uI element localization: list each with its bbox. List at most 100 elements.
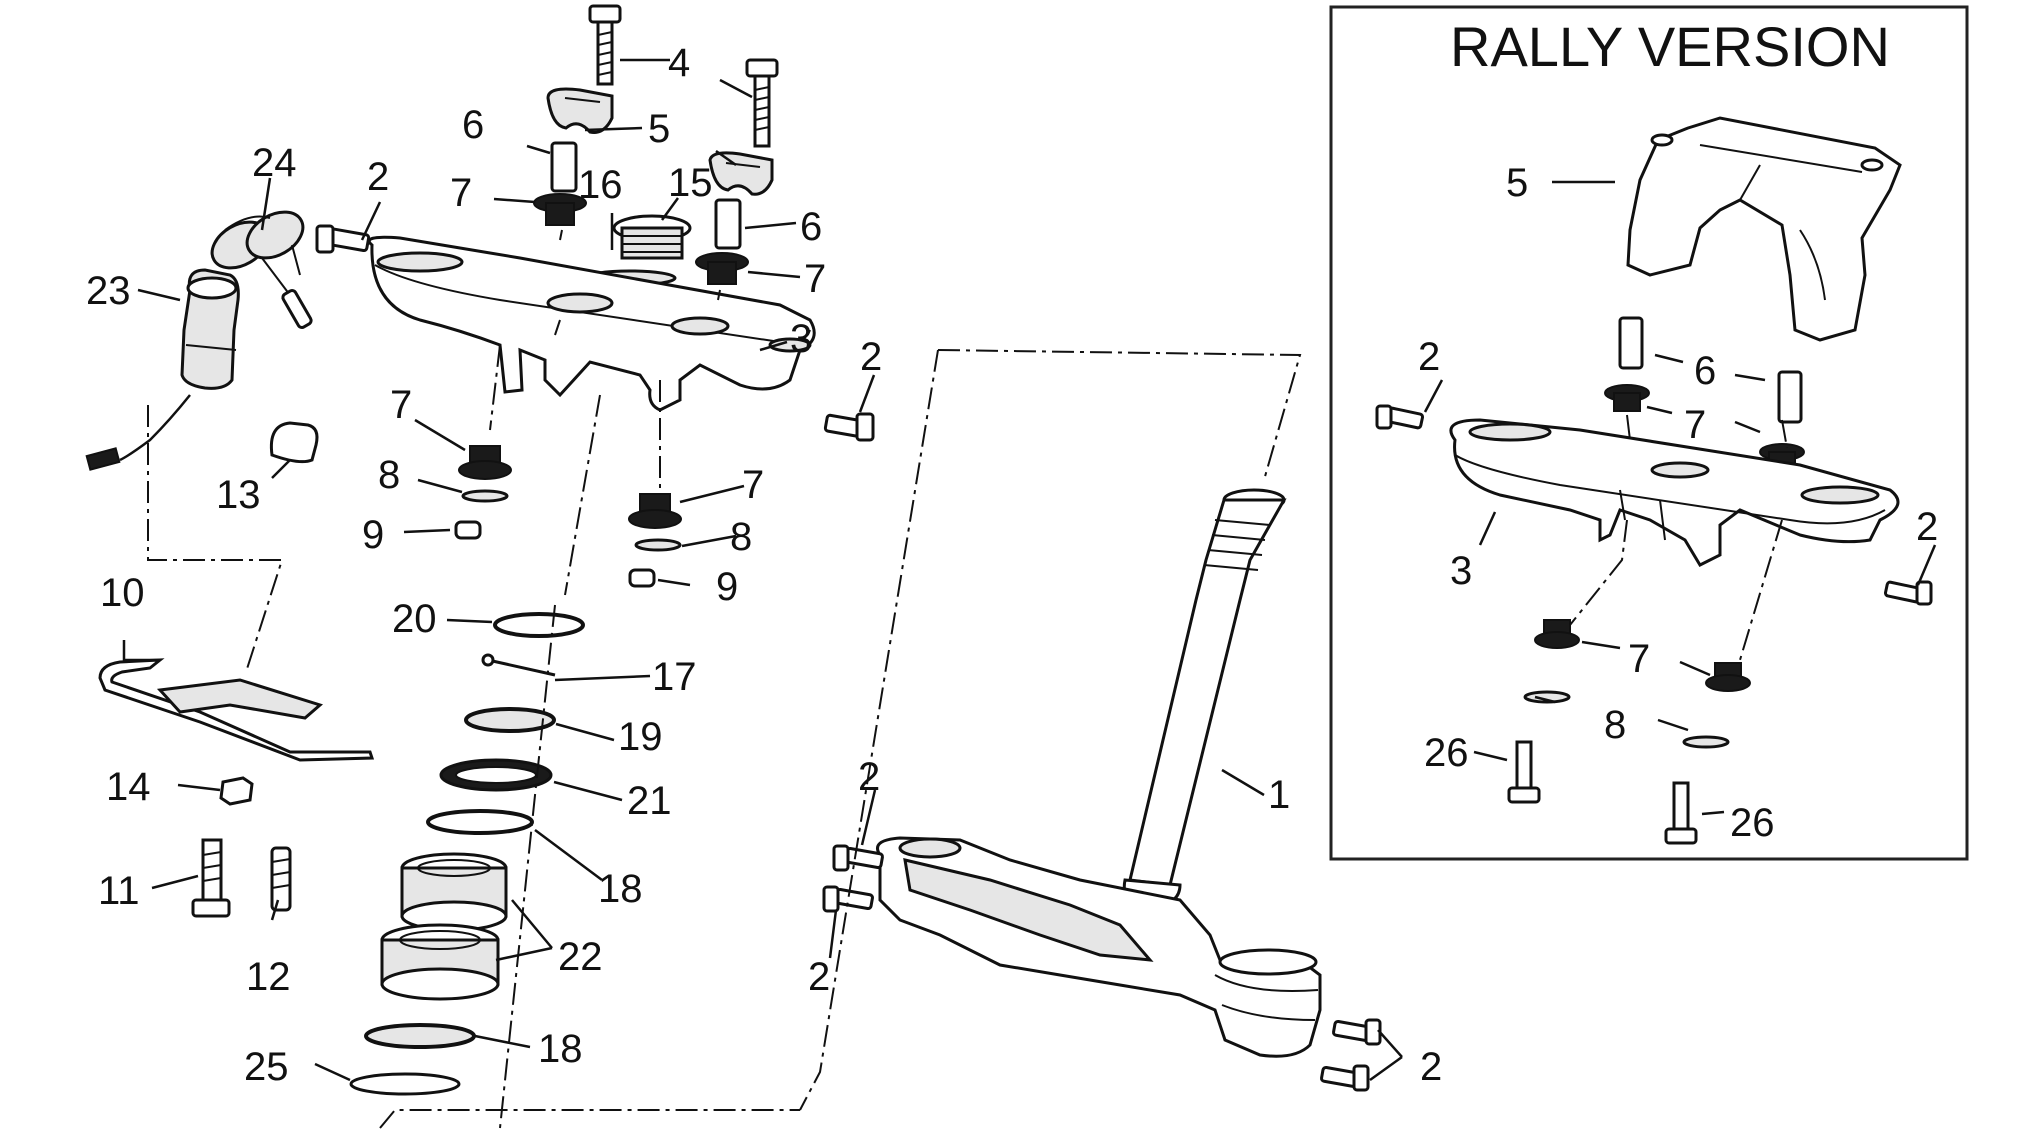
label-6-right: 6	[800, 205, 822, 249]
label-20: 20	[392, 597, 437, 641]
rally-version-inset: RALLY VERSION	[1329, 5, 1969, 861]
ignition-switch	[85, 268, 240, 471]
steering-nut	[612, 214, 692, 260]
inset-label-2-left: 2	[1418, 335, 1440, 379]
label-2-lower-left: 2	[808, 955, 830, 999]
inset-handlebar-riser	[1626, 116, 1902, 342]
ring-18-upper	[426, 809, 534, 835]
label-24: 24	[252, 141, 297, 185]
label-4: 4	[668, 41, 690, 85]
inset-spacer-right	[1777, 370, 1803, 424]
main-labels: 4 5 6 7 16 15 6 7 2 24 23 3 2 7 13 8 7 9…	[86, 41, 1442, 1089]
bracket-10	[98, 658, 375, 762]
inset-label-7-lower: 7	[1628, 637, 1650, 681]
label-21: 21	[627, 779, 672, 823]
label-7-mid-left: 7	[390, 383, 412, 427]
inset-washer-left	[1523, 690, 1571, 704]
ring-18-lower	[364, 1023, 476, 1049]
handlebar-bolt-right	[745, 58, 779, 148]
label-12: 12	[246, 955, 291, 999]
bushing-upper-right	[695, 252, 749, 285]
inset-spacer-left	[1618, 316, 1644, 370]
inset-frame	[1329, 5, 1969, 861]
inset-label-26-left: 26	[1424, 731, 1469, 775]
lower-triple-clamp	[876, 836, 1322, 1058]
label-8-right: 8	[730, 515, 752, 559]
bearing-22-upper	[400, 852, 508, 932]
cover-13	[269, 421, 319, 464]
label-7-top-right: 7	[804, 257, 826, 301]
bushing-lower-left	[458, 445, 512, 480]
label-22: 22	[558, 935, 603, 979]
handlebar-clamp-right	[708, 151, 774, 196]
inset-label-26-right: 26	[1730, 801, 1775, 845]
label-2-lower-right: 2	[1420, 1045, 1442, 1089]
label-6-left: 6	[462, 103, 484, 147]
inset-upper-triple-clamp	[1449, 418, 1900, 567]
label-17: 17	[652, 655, 697, 699]
inset-label-7-upper: 7	[1684, 403, 1706, 447]
pin-17	[481, 653, 556, 677]
bushing-lower-right	[628, 493, 682, 529]
label-15: 15	[668, 161, 713, 205]
upper-triple-clamp	[367, 235, 816, 412]
label-23: 23	[86, 269, 131, 313]
screw-11	[191, 838, 231, 918]
seal-25	[349, 1072, 461, 1096]
cap-9-left	[454, 520, 482, 540]
inset-bushing-upper-left	[1604, 384, 1650, 412]
washer-8-left	[461, 489, 509, 503]
inset-title: RALLY VERSION	[1450, 15, 1890, 78]
handlebar-bolt-left	[588, 4, 622, 86]
washer-20	[493, 612, 585, 638]
inset-label-5: 5	[1506, 161, 1528, 205]
inset-bushing-lower-right	[1705, 662, 1751, 692]
stud-12	[270, 846, 292, 912]
lower-clamp-bolt-right-upper	[1332, 1018, 1382, 1046]
label-2-upper-right: 2	[860, 335, 882, 379]
inset-label-3: 3	[1450, 549, 1472, 593]
label-25: 25	[244, 1045, 289, 1089]
inset-bolt-right	[1883, 580, 1933, 606]
label-8-left: 8	[378, 453, 400, 497]
inset-bolt-left	[1375, 404, 1425, 430]
seal-21	[439, 758, 553, 792]
steering-stem	[1122, 488, 1287, 910]
label-13: 13	[216, 473, 261, 517]
washer-19	[464, 707, 556, 733]
inset-label-8: 8	[1604, 703, 1626, 747]
label-16: 16	[578, 163, 623, 207]
lower-clamp-bolt-lower-left	[822, 885, 874, 913]
washer-8-right	[634, 538, 682, 552]
label-7-top-left: 7	[450, 171, 472, 215]
spacer-right	[714, 198, 742, 250]
label-5: 5	[648, 107, 670, 151]
label-3: 3	[790, 317, 812, 361]
inset-screw-right	[1664, 781, 1698, 845]
upper-clamp-bolt-left	[315, 224, 371, 254]
inset-labels: 5 2 6 7 3 2 7 8 26 26	[1418, 161, 1938, 845]
label-11: 11	[98, 869, 140, 913]
label-9-left: 9	[362, 513, 384, 557]
handlebar-clamp-left	[546, 87, 614, 134]
inset-washer-right	[1682, 735, 1730, 749]
label-9-right: 9	[716, 565, 738, 609]
upper-clamp-bolt-right	[823, 412, 875, 442]
label-2-lower-top: 2	[858, 755, 880, 799]
label-1: 1	[1268, 773, 1290, 817]
inset-label-2-right: 2	[1916, 505, 1938, 549]
bearing-22-lower	[380, 923, 500, 1001]
spacer-left	[550, 141, 578, 193]
inset-bushing-lower-left	[1534, 619, 1580, 649]
label-14: 14	[106, 765, 151, 809]
label-18-lower: 18	[538, 1027, 583, 1071]
label-19: 19	[618, 715, 663, 759]
label-18-upper: 18	[598, 867, 643, 911]
lower-clamp-bolt-upper-left	[832, 844, 884, 872]
inset-label-6: 6	[1694, 349, 1716, 393]
label-7-mid-right: 7	[742, 463, 764, 507]
cap-9-right	[628, 568, 656, 588]
lower-clamp-bolt-right-lower	[1320, 1064, 1370, 1092]
